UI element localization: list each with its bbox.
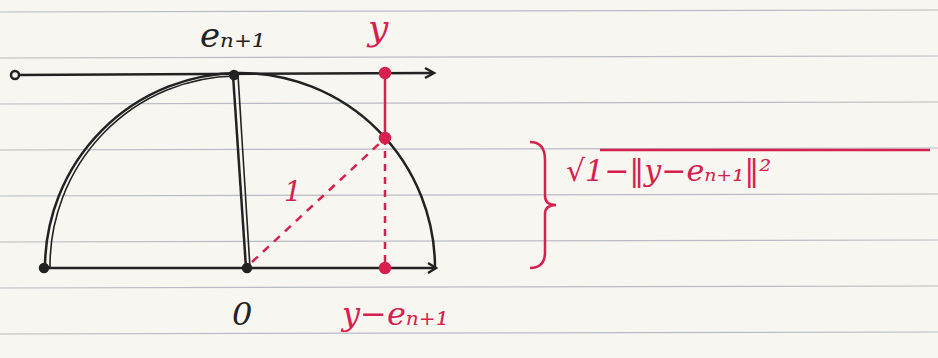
length-label: 1 xyxy=(284,178,302,206)
radical-bar xyxy=(600,149,930,152)
ruled-lines xyxy=(0,10,938,334)
height-formula: √1−‖y−eₙ₊₁‖² xyxy=(566,156,771,186)
point-label: eₙ₊₁ xyxy=(200,18,265,52)
point-label: y−eₙ₊₁ xyxy=(342,298,449,330)
semicircle-figure xyxy=(11,68,436,273)
origin-label: 0 xyxy=(232,298,252,330)
red-construction xyxy=(252,68,930,273)
point-label: y xyxy=(368,10,388,46)
